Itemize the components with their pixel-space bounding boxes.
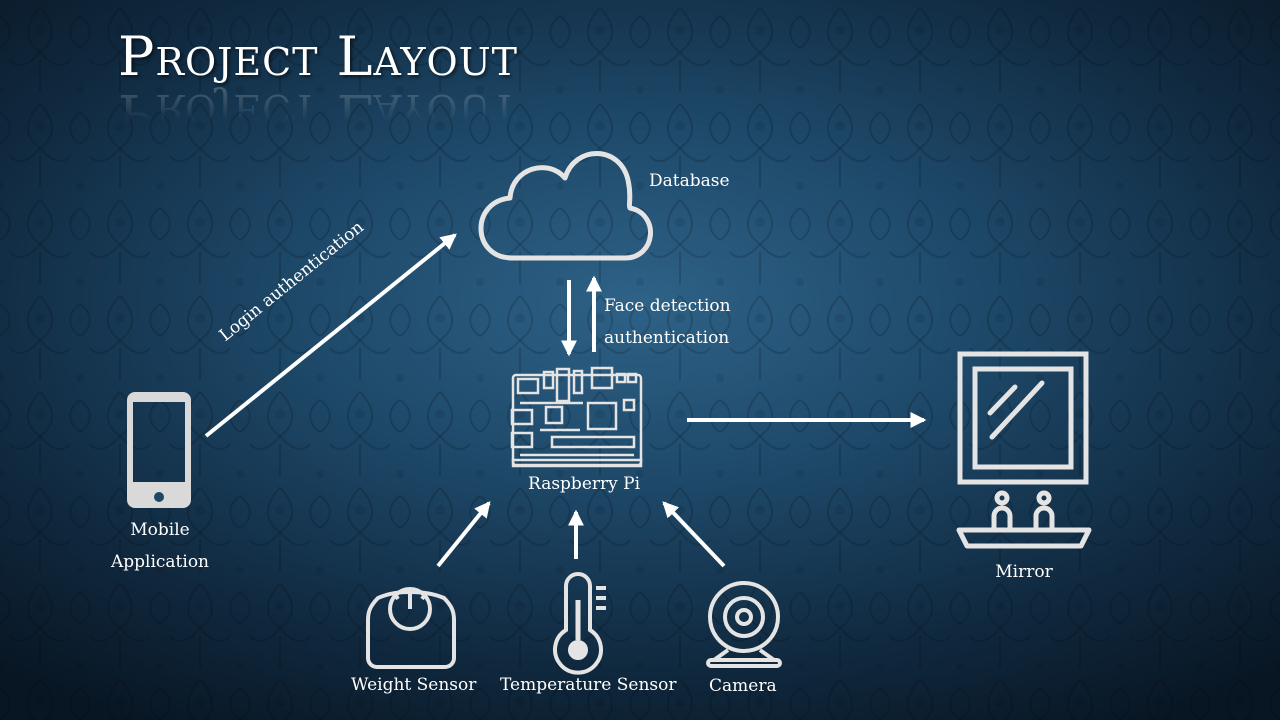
circuit-board-icon [510, 366, 643, 468]
scale-icon [366, 587, 456, 669]
page-title: Project Layout [118, 25, 519, 88]
weight-sensor-label: Weight Sensor [351, 675, 477, 695]
mobile-label-line2: Application [110, 552, 210, 572]
arrow-camera-to-pi [662, 501, 726, 568]
database-label: Database [649, 171, 730, 191]
webcam-icon [706, 581, 782, 668]
mirror-icon [956, 351, 1092, 549]
raspberry-pi-label: Raspberry Pi [528, 474, 641, 494]
arrow-weight-to-pi [436, 501, 491, 568]
camera-label: Camera [709, 676, 777, 696]
face-detection-label-line2: authentication [604, 328, 730, 348]
arrow-mobile-to-database [204, 233, 457, 438]
face-detection-label-line1: Face detection [604, 296, 731, 316]
mirror-label: Mirror [995, 562, 1053, 582]
mobile-label-line1: Mobile [130, 520, 190, 540]
smartphone-icon [127, 392, 191, 508]
temperature-sensor-label: Temperature Sensor [500, 675, 677, 695]
cloud-icon [478, 151, 653, 261]
thermometer-icon [553, 572, 606, 675]
